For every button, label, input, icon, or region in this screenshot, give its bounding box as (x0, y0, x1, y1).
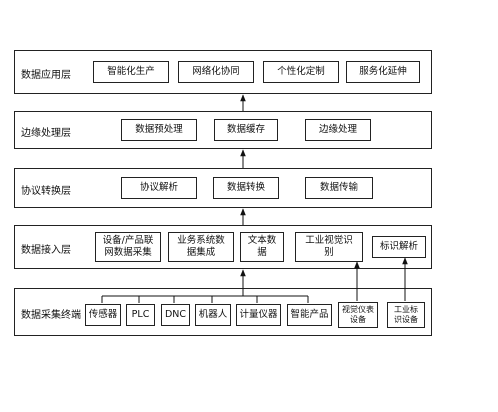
layer-label-terminal: 数据采集终端 (21, 310, 81, 321)
layer-edge: 边缘处理层 数据预处理 数据缓存 边缘处理 (14, 111, 432, 149)
box-metering-instrument: 计量仪器 (236, 304, 281, 326)
layer-label-application: 数据应用层 (21, 70, 71, 81)
box-text-data: 文本数 据 (240, 232, 284, 262)
layer-label-protocol: 协议转换层 (21, 186, 71, 197)
box-personalized-customization: 个性化定制 (263, 61, 339, 83)
box-data-preprocessing: 数据预处理 (121, 119, 197, 141)
box-smart-production: 智能化生产 (93, 61, 169, 83)
box-data-cache: 数据缓存 (214, 119, 278, 141)
box-service-extension: 服务化延伸 (346, 61, 420, 83)
box-data-transmission: 数据传输 (305, 177, 373, 199)
layer-label-access: 数据接入层 (21, 245, 71, 256)
box-vision-instrument-device: 视觉仪表 设备 (338, 302, 378, 328)
box-robot: 机器人 (195, 304, 231, 326)
box-network-collaboration: 网络化协同 (178, 61, 254, 83)
box-industrial-vision: 工业视觉识 别 (295, 232, 363, 262)
layer-terminal: 数据采集终端 传感器 PLC DNC 机器人 计量仪器 智能产品 视觉仪表 设备… (14, 288, 432, 336)
box-protocol-parsing: 协议解析 (121, 177, 197, 199)
box-device-product-networking: 设备/产品联 网数据采集 (95, 232, 161, 262)
layer-access: 数据接入层 设备/产品联 网数据采集 业务系统数 据集成 文本数 据 工业视觉识… (14, 225, 432, 269)
box-industrial-identifier-device: 工业标 识设备 (387, 302, 425, 328)
layer-application: 数据应用层 智能化生产 网络化协同 个性化定制 服务化延伸 (14, 50, 432, 94)
box-identifier-resolution: 标识解析 (372, 236, 426, 258)
layer-label-edge: 边缘处理层 (21, 128, 71, 139)
box-smart-product: 智能产品 (287, 304, 332, 326)
box-data-conversion: 数据转换 (213, 177, 279, 199)
box-edge-processing: 边缘处理 (305, 119, 371, 141)
box-business-system-integration: 业务系统数 据集成 (168, 232, 234, 262)
box-sensor: 传感器 (85, 304, 121, 326)
box-dnc: DNC (161, 304, 190, 326)
box-plc: PLC (126, 304, 155, 326)
layer-protocol: 协议转换层 协议解析 数据转换 数据传输 (14, 168, 432, 208)
